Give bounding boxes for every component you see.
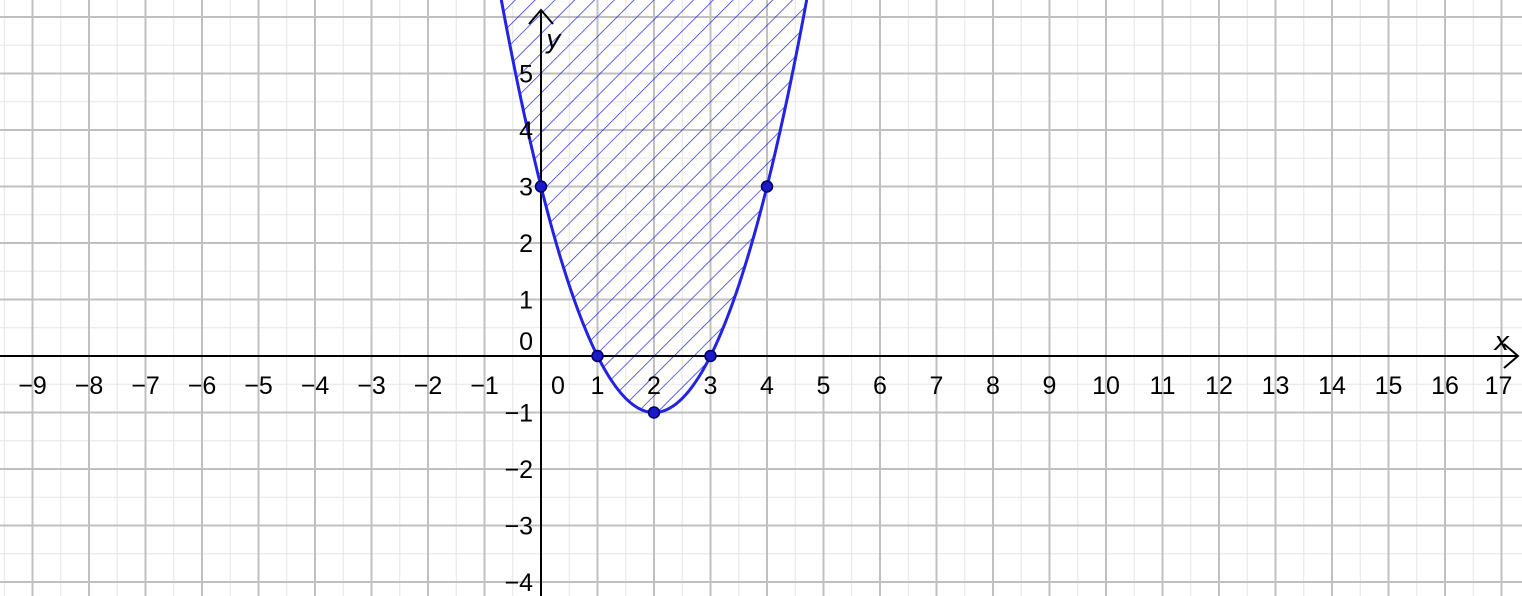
- y-tick-label: −2: [504, 456, 533, 484]
- data-point: [760, 180, 774, 193]
- y-tick-label: 2: [519, 230, 533, 258]
- x-tick-label: 17: [1485, 372, 1513, 400]
- y-axis-arrow: [528, 8, 554, 25]
- y-tick-label: −1: [504, 400, 533, 428]
- x-tick-label: 12: [1205, 372, 1233, 400]
- x-axis-name: x: [1493, 327, 1510, 357]
- x-tick-label: 8: [986, 372, 1000, 400]
- x-tick-label: −2: [414, 372, 443, 400]
- data-point: [647, 406, 661, 419]
- x-tick-label: 3: [704, 372, 718, 400]
- x-tick-label: 6: [873, 372, 887, 400]
- x-tick-label: 4: [760, 372, 774, 400]
- y-tick-label: 1: [519, 287, 533, 315]
- y-tick-label: 5: [519, 61, 533, 89]
- x-tick-label: 9: [1043, 372, 1057, 400]
- x-tick-label: −5: [244, 372, 273, 400]
- y-tick-label: −4: [504, 569, 533, 596]
- x-tick-label: 14: [1318, 372, 1346, 400]
- y-axis-name: y: [545, 25, 562, 55]
- x-tick-label: 15: [1375, 372, 1403, 400]
- x-tick-label: 13: [1262, 372, 1290, 400]
- x-axis-arrow: [1503, 343, 1520, 369]
- x-tick-label: −6: [188, 372, 217, 400]
- shaded-region: [501, 0, 807, 413]
- y-tick-label: 3: [519, 174, 533, 202]
- x-tick-label: 11: [1150, 372, 1176, 400]
- x-tick-label: 10: [1092, 372, 1120, 400]
- hatched-fill: [501, 0, 807, 413]
- x-tick-label: 0: [551, 372, 565, 400]
- points: [534, 180, 774, 419]
- x-tick-label: −8: [75, 372, 104, 400]
- x-tick-label: 7: [930, 372, 944, 400]
- x-tick-label: 5: [817, 372, 831, 400]
- x-tick-label: 2: [647, 372, 661, 400]
- axes: [0, 8, 1520, 596]
- y-tick-label: −3: [504, 513, 533, 541]
- data-point: [591, 349, 604, 363]
- x-tick-label: −9: [18, 372, 47, 400]
- y-tick-label: 0: [519, 328, 533, 356]
- x-tick-label: −3: [357, 372, 386, 400]
- data-point: [704, 349, 717, 363]
- y-tick-label: 4: [519, 117, 533, 145]
- x-tick-label: 1: [591, 372, 605, 400]
- x-tick-label: −1: [470, 372, 499, 400]
- x-tick-label: −4: [301, 372, 330, 400]
- data-point: [534, 180, 548, 193]
- x-tick-label: −7: [131, 372, 160, 400]
- x-tick-label: 16: [1431, 372, 1459, 400]
